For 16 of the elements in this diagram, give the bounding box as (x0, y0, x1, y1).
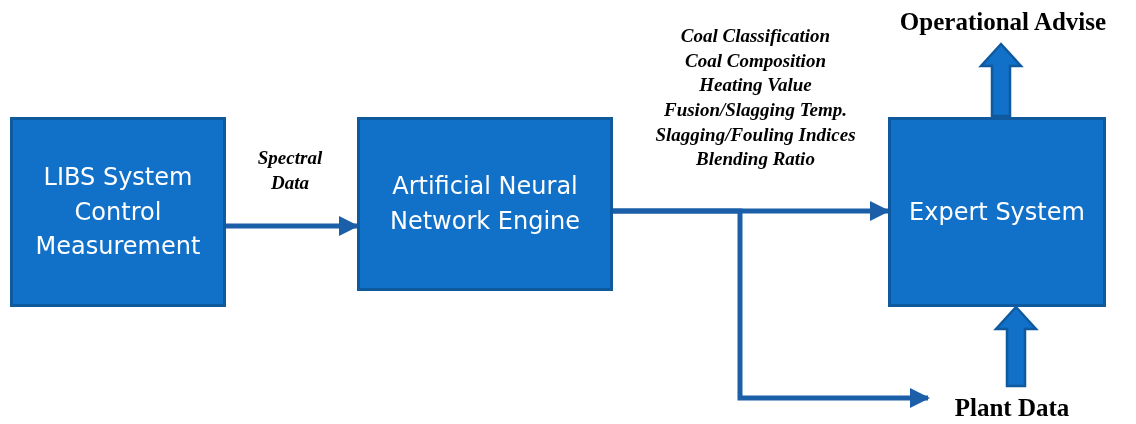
node-label: Operational Advise (874, 4, 1132, 40)
arrow (226, 216, 359, 236)
output-label: Fusion/Slagging Temp. (664, 98, 847, 123)
process-box: Expert System (888, 117, 1106, 307)
arrow (613, 208, 930, 408)
output-label: Slagging/Fouling Indices (655, 122, 856, 147)
output-label: Blending Ratio (696, 147, 815, 172)
block-arrow (978, 42, 1024, 118)
output-label: Heating Value (699, 73, 812, 98)
output-label: Coal Composition (685, 48, 826, 73)
node-label: Plant Data (934, 392, 1090, 424)
block-arrow (993, 305, 1039, 388)
process-box: LIBS System Control Measurement (10, 117, 226, 307)
process-box: Artificial Neural Network Engine (357, 117, 613, 291)
output-label: Coal Classification (680, 24, 831, 48)
edge-label: Spectral Data (256, 146, 324, 195)
